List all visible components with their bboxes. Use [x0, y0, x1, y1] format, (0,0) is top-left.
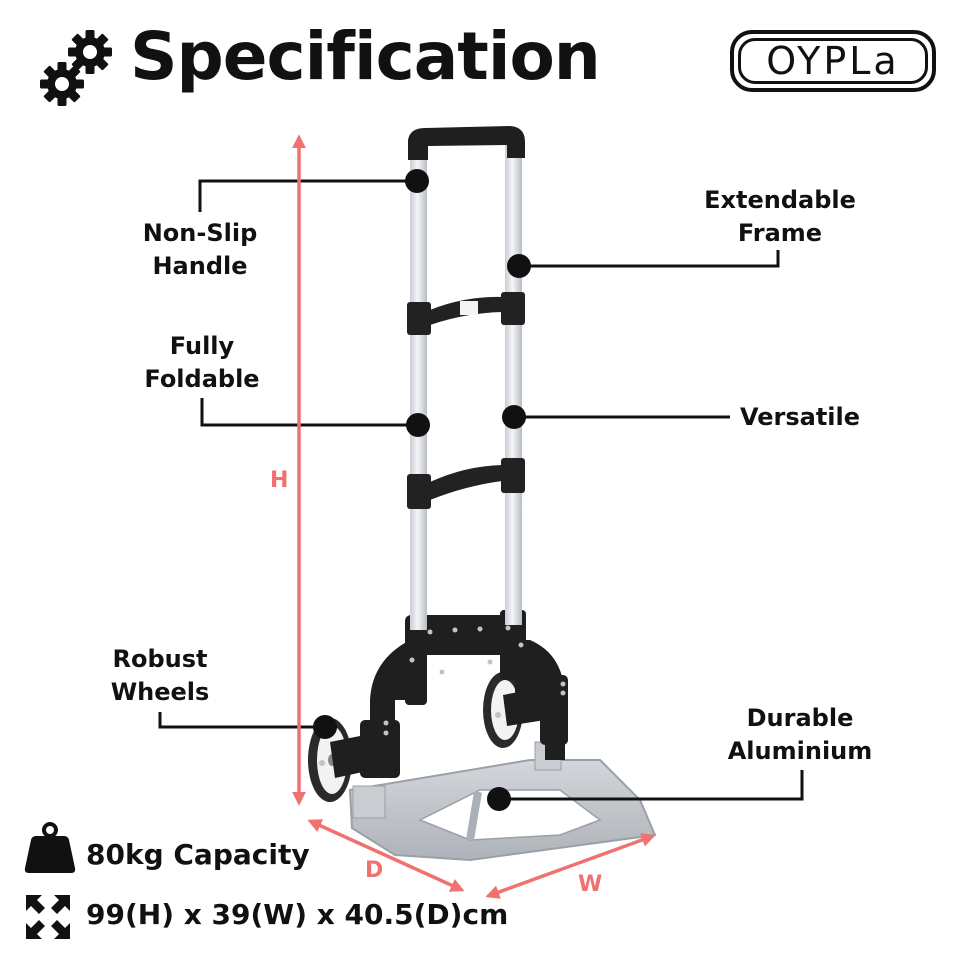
handle-grip — [408, 126, 525, 160]
callout-extendable-frame: Extendable Frame — [680, 184, 880, 250]
callout-line: Wheels — [110, 678, 210, 706]
expand-arrows-icon — [26, 895, 70, 939]
depth-arrow — [307, 819, 465, 892]
callout-dots — [313, 169, 531, 811]
callout-non-slip-handle: Non-Slip Handle — [120, 217, 280, 283]
callout-line: Robust — [112, 645, 208, 673]
capacity-spec: 80kg Capacity — [86, 838, 310, 871]
callout-line: Durable — [746, 704, 854, 732]
callout-robust-wheels: Robust Wheels — [80, 643, 240, 709]
callout-line: Frame — [737, 219, 823, 247]
callout-line: Foldable — [144, 365, 260, 393]
width-arrow — [485, 833, 656, 899]
gears-icon — [40, 30, 112, 106]
weight-icon — [24, 822, 76, 873]
width-label: W — [578, 872, 603, 897]
lower-frame — [330, 610, 568, 778]
callout-line: Versatile — [739, 403, 861, 431]
callout-fully-foldable: Fully Foldable — [122, 330, 282, 396]
brand-logo: OYPLa — [730, 30, 936, 92]
page-title: Specification — [130, 18, 601, 95]
leader-lines — [158, 179, 804, 801]
depth-label: D — [365, 858, 384, 883]
callout-line: Extendable — [704, 186, 856, 214]
dimension-arrows — [292, 134, 656, 899]
dimensions-spec: 99(H) x 39(W) x 40.5(D)cm — [86, 898, 509, 931]
aluminium-poles — [410, 145, 522, 630]
callout-line: Fully — [169, 332, 235, 360]
crossbars — [407, 292, 525, 509]
brand-logo-text: OYPLa — [738, 38, 928, 84]
callout-versatile: Versatile — [735, 401, 865, 434]
height-label: H — [270, 468, 289, 493]
callout-durable-aluminium: Durable Aluminium — [710, 702, 890, 768]
callout-line: Aluminium — [727, 737, 873, 765]
callout-line: Non-Slip — [142, 219, 258, 247]
callout-line: Handle — [152, 252, 248, 280]
